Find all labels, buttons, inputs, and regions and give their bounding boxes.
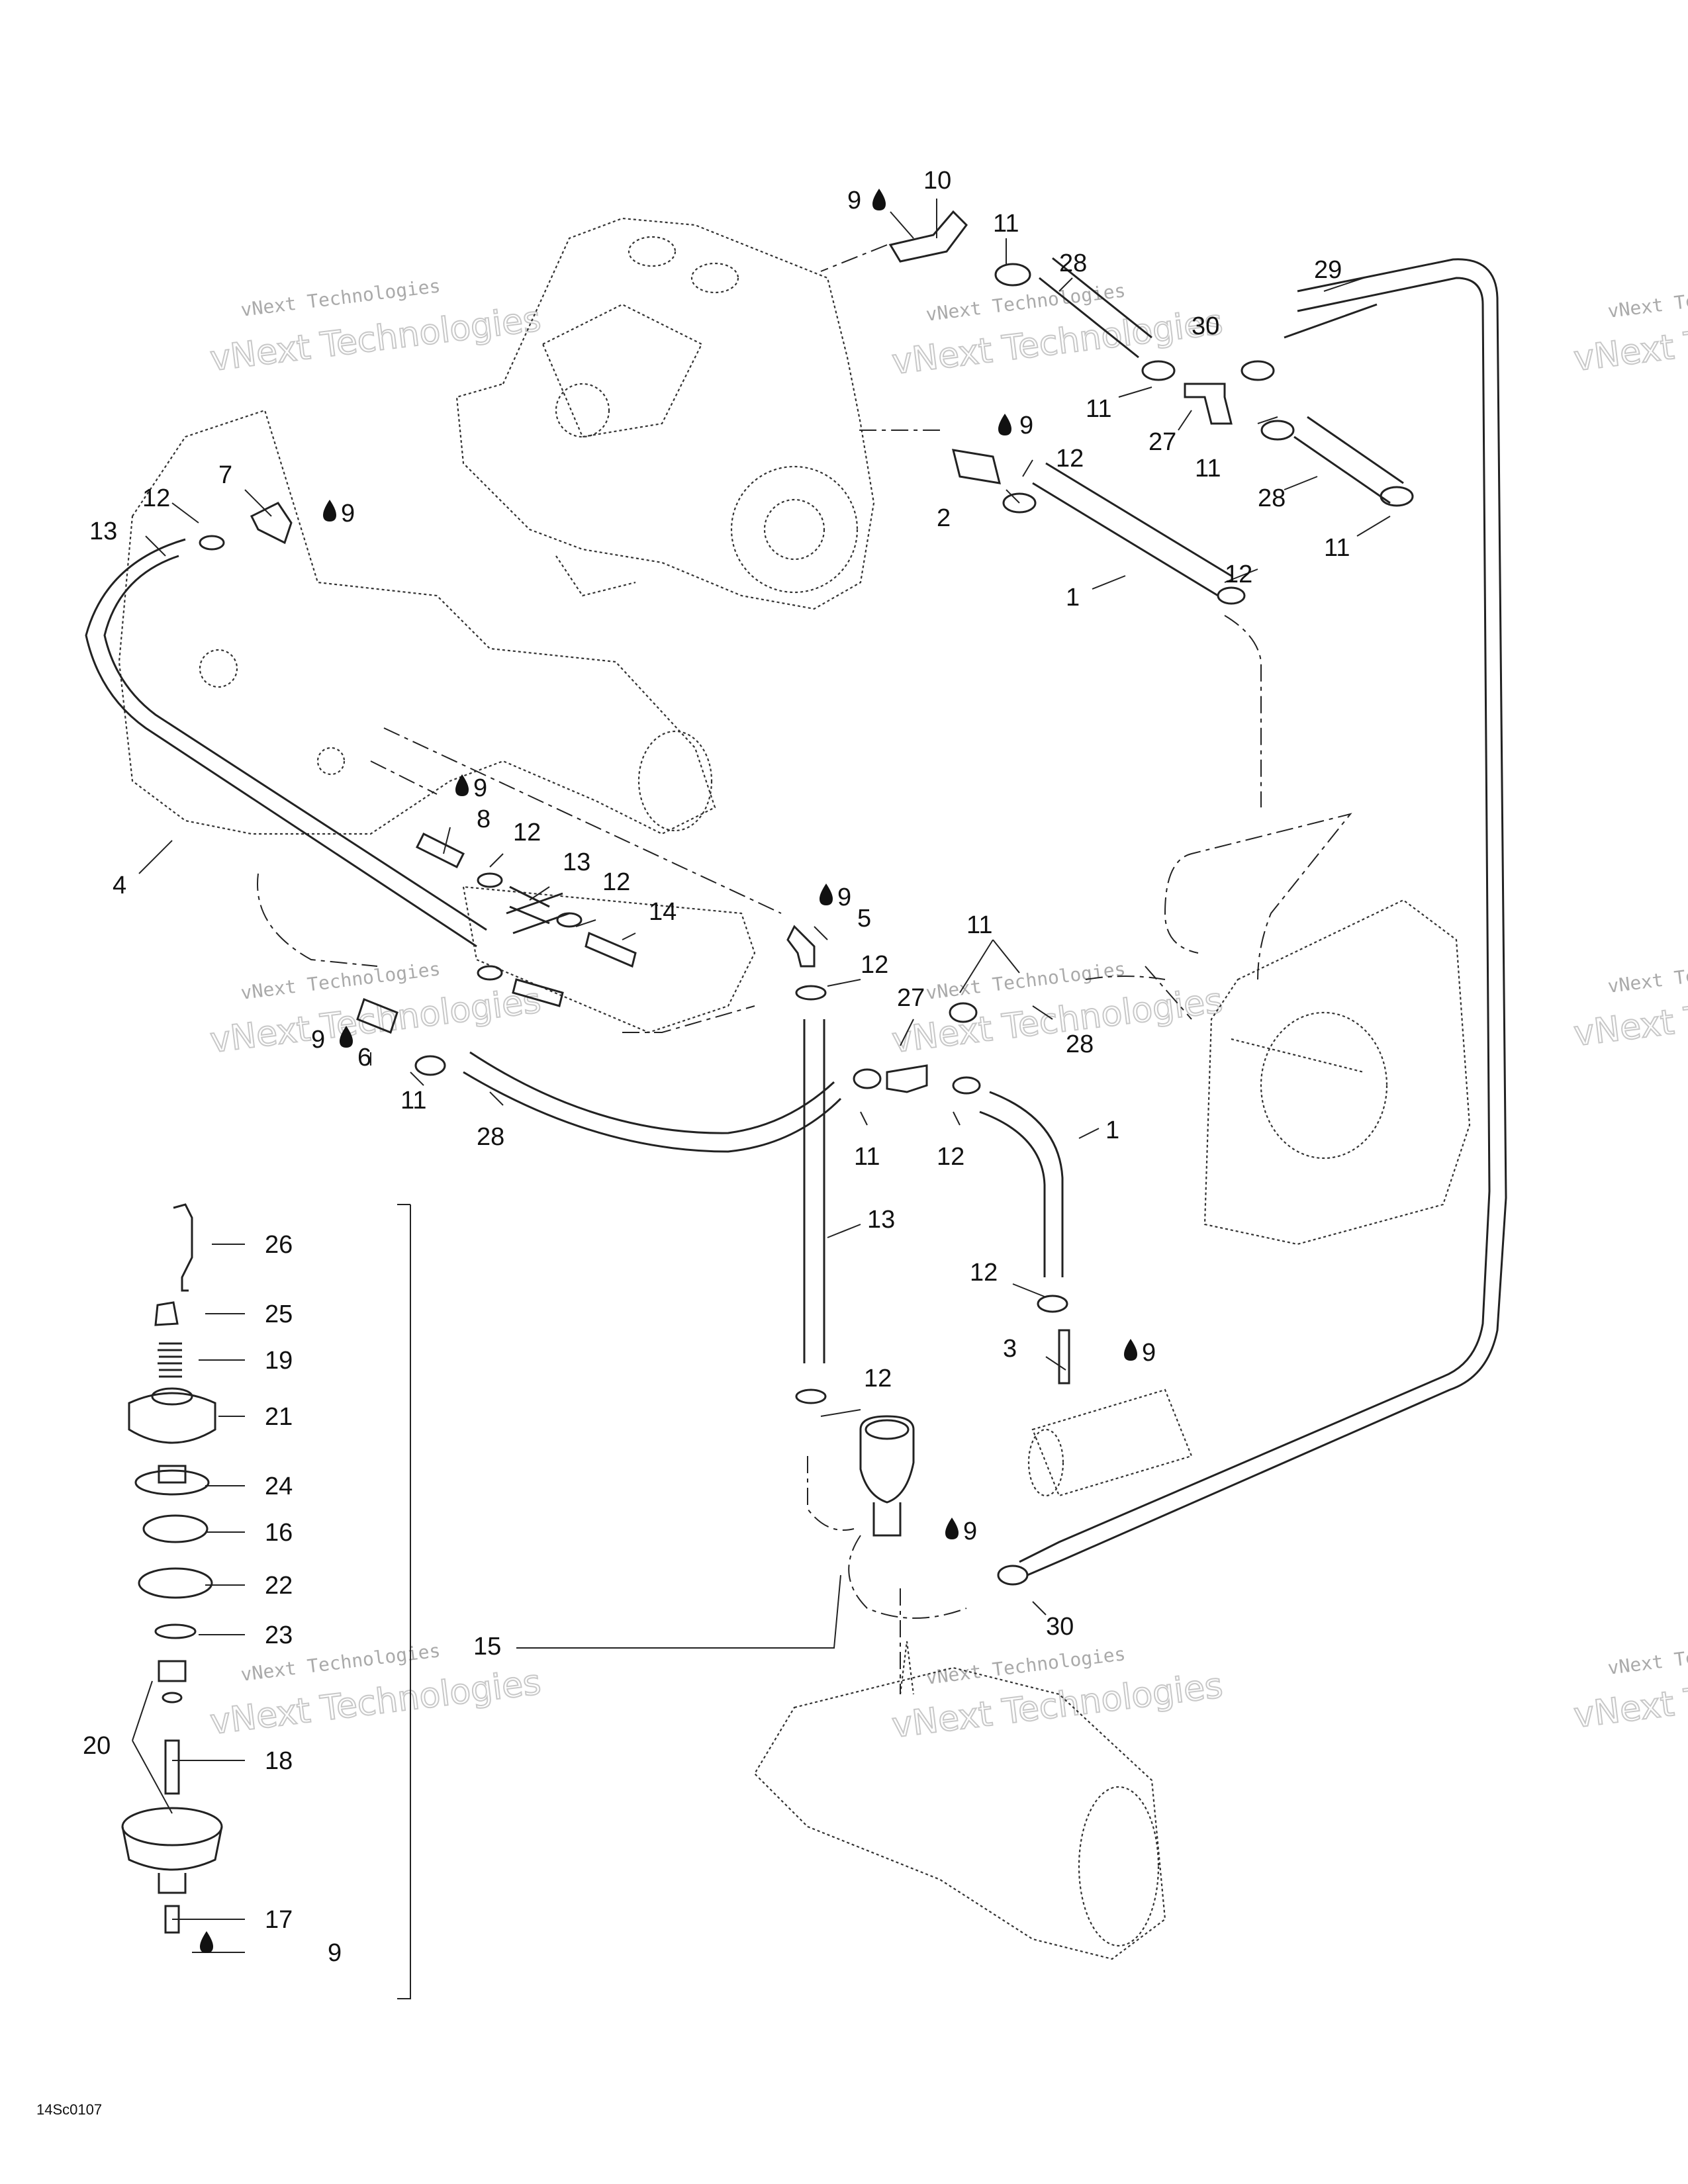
callout-13: 13 — [867, 1206, 895, 1234]
callout-12: 12 — [937, 1143, 964, 1171]
callout-12: 12 — [513, 819, 541, 846]
callout-28: 28 — [1066, 1030, 1094, 1058]
callout-12: 12 — [602, 868, 630, 896]
callout-5: 5 — [857, 905, 871, 933]
drop-icon — [820, 884, 833, 905]
callout-3: 3 — [1003, 1335, 1017, 1363]
fittings — [199, 210, 1414, 1586]
callout-12: 12 — [861, 951, 888, 979]
callout-28: 28 — [477, 1123, 504, 1151]
engine-block — [455, 217, 875, 610]
callout-21: 21 — [265, 1403, 293, 1431]
callout-22: 22 — [265, 1572, 293, 1600]
drawing-code: 14Sc0107 — [36, 2101, 102, 2118]
callout-27: 27 — [897, 984, 925, 1012]
valve-assembly — [121, 1203, 223, 1934]
drop-icon — [455, 774, 469, 796]
callout-12: 12 — [1225, 561, 1252, 588]
callout-7: 7 — [218, 461, 232, 489]
callout-24: 24 — [265, 1473, 293, 1500]
callout-11: 11 — [1086, 395, 1111, 423]
callout-25: 25 — [265, 1300, 293, 1328]
callout-9: 9 — [341, 500, 355, 527]
callout-2: 2 — [937, 504, 951, 532]
exhaust-flange — [1203, 899, 1471, 1246]
callout-15: 15 — [473, 1633, 501, 1661]
watermark-line1: vNext Technologies — [1607, 951, 1688, 997]
watermark-line1: vNext Technologies — [1607, 276, 1688, 322]
callout-9: 9 — [1019, 412, 1033, 439]
callout-9: 9 — [963, 1518, 977, 1545]
drop-icon — [872, 189, 886, 210]
callout-30: 30 — [1192, 312, 1219, 340]
callout-9: 9 — [837, 884, 851, 911]
callout-30: 30 — [1046, 1613, 1074, 1641]
watermark-line1: vNext Technologies — [240, 275, 442, 321]
callout-1: 1 — [1105, 1116, 1119, 1144]
callout-11: 11 — [854, 1143, 880, 1171]
callout-9: 9 — [328, 1939, 342, 1967]
drop-icon — [998, 414, 1011, 435]
callout-13: 13 — [563, 848, 590, 876]
callout-12: 12 — [1056, 445, 1084, 473]
watermark-line1: vNext Technologies — [1607, 1633, 1688, 1679]
callout-11: 11 — [993, 210, 1019, 238]
callout-28: 28 — [1258, 484, 1286, 512]
callout-26: 26 — [265, 1231, 293, 1259]
callout-8: 8 — [477, 805, 491, 833]
muffler — [753, 1641, 1166, 1960]
callout-11: 11 — [1324, 534, 1350, 562]
drop-icon — [323, 500, 336, 522]
callout-18: 18 — [265, 1747, 293, 1775]
drop-icon — [945, 1518, 959, 1539]
callout-17: 17 — [265, 1906, 293, 1934]
callout-4: 4 — [113, 872, 126, 899]
strainer — [1027, 1388, 1193, 1497]
callout-13: 13 — [89, 518, 117, 545]
drop-icon — [340, 1026, 353, 1048]
callout-9: 9 — [473, 774, 487, 802]
callout-10: 10 — [923, 167, 951, 195]
callout-1: 1 — [1066, 584, 1080, 612]
callout-9: 9 — [1142, 1339, 1156, 1367]
callout-14: 14 — [649, 898, 677, 926]
callout-20: 20 — [83, 1732, 111, 1760]
callout-11: 11 — [400, 1087, 426, 1115]
callout-11: 11 — [1195, 455, 1221, 482]
callout-23: 23 — [265, 1621, 293, 1649]
drop-icon — [200, 1931, 213, 1953]
callout-19: 19 — [265, 1347, 293, 1375]
drop-markers — [200, 189, 1137, 1953]
exhaust-manifold — [118, 409, 756, 1034]
callout-6: 6 — [357, 1044, 371, 1071]
callout-9: 9 — [847, 187, 861, 214]
callout-9: 9 — [311, 1026, 325, 1054]
leader-lines — [132, 199, 1391, 1999]
callout-28: 28 — [1059, 250, 1087, 277]
callout-27: 27 — [1149, 428, 1176, 456]
drop-icon — [1124, 1339, 1137, 1361]
callout-12: 12 — [970, 1259, 998, 1287]
callout-29: 29 — [1314, 256, 1342, 284]
callout-16: 16 — [265, 1519, 293, 1547]
callout-11: 11 — [966, 911, 992, 939]
flow-lines — [257, 244, 1352, 1694]
callout-12: 12 — [864, 1365, 892, 1392]
callouts: 10 9 11 28 29 30 11 27 11 28 11 9 12 2 1… — [83, 167, 1350, 1967]
callout-12: 12 — [142, 484, 170, 512]
hoses — [85, 257, 1507, 1576]
